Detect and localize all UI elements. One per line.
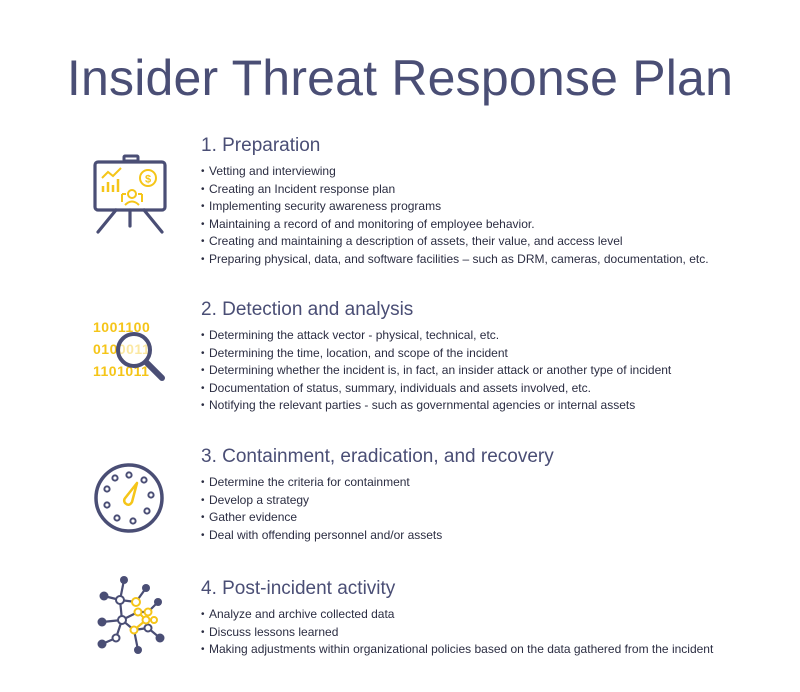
list-item: Implementing security awareness programs: [201, 198, 791, 216]
list-item: Creating and maintaining a description o…: [201, 233, 791, 251]
list-item: Vetting and interviewing: [201, 163, 791, 181]
magnifier-binary-icon: 1001100 0100011 1101011: [93, 320, 165, 381]
list-item: Determining the time, location, and scop…: [201, 345, 791, 363]
list-item: Notifying the relevant parties - such as…: [201, 397, 791, 415]
list-item: Maintaining a record of and monitoring o…: [201, 216, 791, 234]
section-heading: 2. Detection and analysis: [201, 299, 414, 320]
list-item: Develop a strategy: [201, 492, 791, 510]
list-item: Gather evidence: [201, 509, 791, 527]
list-item: Analyze and archive collected data: [201, 606, 791, 624]
list-item: Creating an Incident response plan: [201, 181, 791, 199]
page-title: Insider Threat Response Plan: [66, 50, 734, 106]
presentation-board-icon: $: [93, 154, 167, 234]
section-list: Vetting and interviewing Creating an Inc…: [201, 163, 791, 268]
list-item: Documentation of status, summary, indivi…: [201, 380, 791, 398]
section-list: Determine the criteria for containment D…: [201, 474, 791, 544]
list-item: Determining the attack vector - physical…: [201, 327, 791, 345]
dial-gauge-icon: [94, 463, 164, 533]
section-heading: 1. Preparation: [201, 135, 321, 156]
list-item: Making adjustments within organizational…: [201, 641, 791, 659]
list-item: Discuss lessons learned: [201, 624, 791, 642]
section-list: Determining the attack vector - physical…: [201, 327, 791, 415]
section-heading: 4. Post-incident activity: [201, 578, 396, 599]
section-heading: 3. Containment, eradication, and recover…: [201, 446, 554, 467]
svg-text:$: $: [145, 174, 151, 186]
section-list: Analyze and archive collected data Discu…: [201, 606, 791, 659]
list-item: Deal with offending personnel and/or ass…: [201, 527, 791, 545]
list-item: Determining whether the incident is, in …: [201, 362, 791, 380]
binary-row: 1001100: [93, 320, 150, 335]
network-graph-icon: [97, 576, 165, 654]
list-item: Preparing physical, data, and software f…: [201, 251, 791, 269]
list-item: Determine the criteria for containment: [201, 474, 791, 492]
